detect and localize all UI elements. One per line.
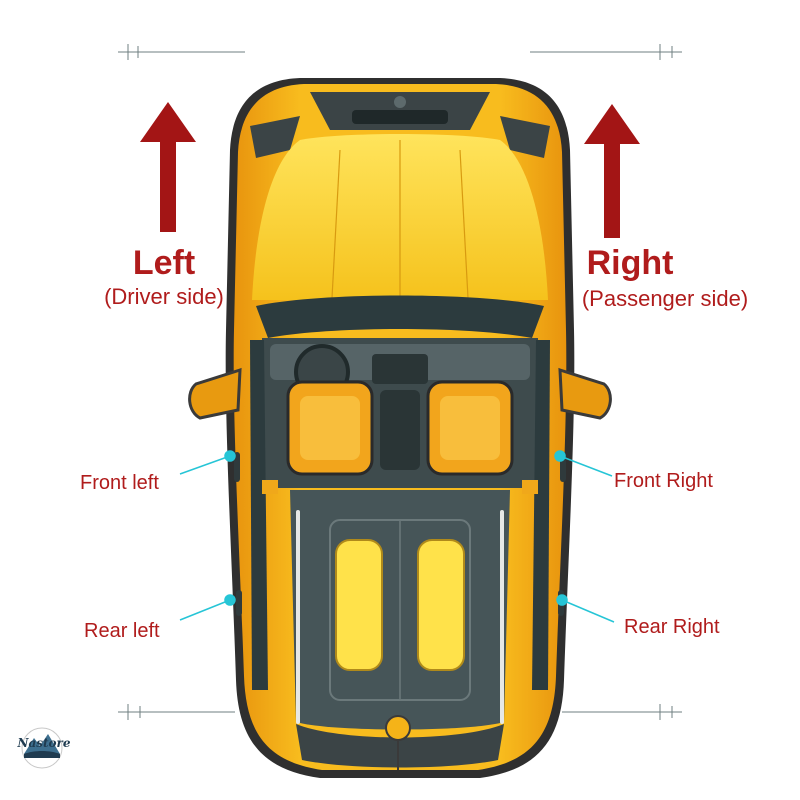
right-mirror bbox=[558, 367, 612, 420]
rear-left-label: Rear left bbox=[84, 620, 160, 642]
front-grille bbox=[250, 92, 550, 158]
roof-rails bbox=[296, 510, 504, 724]
arrow-up-icon bbox=[584, 104, 640, 238]
windshield bbox=[256, 295, 544, 338]
cabin-interior bbox=[262, 338, 538, 488]
pillars bbox=[262, 480, 538, 494]
front-right-label: Front Right bbox=[614, 470, 713, 492]
arrow-up-icon bbox=[140, 102, 196, 232]
hood-lines bbox=[331, 140, 469, 299]
left-side-subtitle: (Driver side) bbox=[104, 284, 224, 309]
left-side-title: Left bbox=[132, 244, 196, 282]
left-mirror bbox=[188, 367, 242, 420]
rear-bumper bbox=[296, 715, 504, 770]
mountain-badge-icon bbox=[21, 727, 63, 769]
sunroof-panels bbox=[335, 539, 465, 671]
rear-right-label: Rear Right bbox=[624, 616, 720, 638]
brand-logo-text: Nastore bbox=[17, 736, 71, 750]
side-windows bbox=[250, 340, 550, 690]
right-side-subtitle: (Passenger side) bbox=[581, 286, 749, 311]
front-left-label: Front left bbox=[80, 472, 159, 494]
dimension-lines bbox=[118, 44, 682, 720]
right-side-title: Right bbox=[586, 244, 674, 282]
door-pointer-lines bbox=[179, 450, 615, 623]
